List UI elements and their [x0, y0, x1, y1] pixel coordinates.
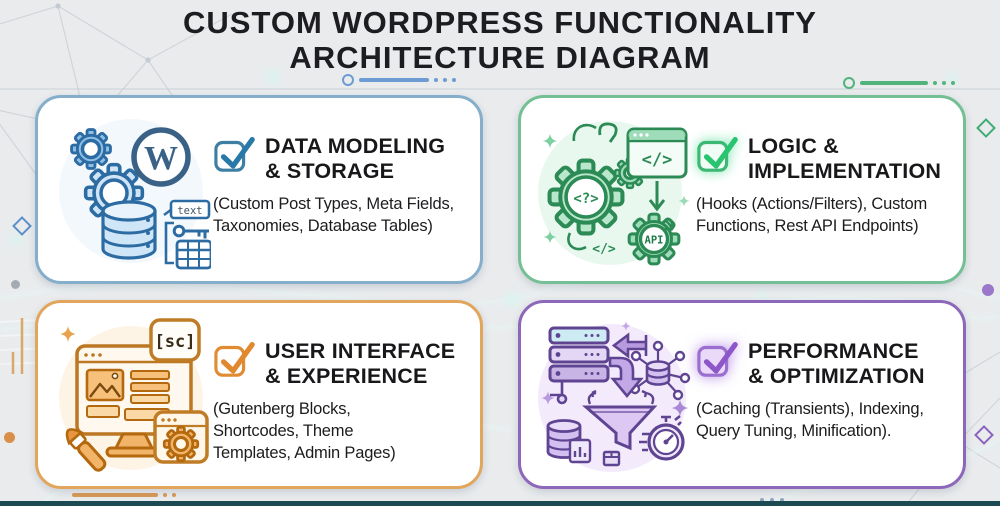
- card-subtitle: (Hooks (Actions/Filters), Custom Functio…: [696, 195, 928, 235]
- text-tag: text: [162, 199, 210, 219]
- api-gear-icon: API: [616, 201, 691, 271]
- card-subtitle: (Caching (Transients), Indexing, Query T…: [696, 400, 924, 440]
- card-heading: USER INTERFACE & EXPERIENCE: [265, 339, 456, 388]
- orange-bar-icon: [72, 493, 158, 497]
- monitor-stand: [113, 432, 154, 449]
- page-title-line1: CUSTOM WORDPRESS FUNCTIONALITY: [183, 5, 817, 40]
- card-data-modeling-storage: W text: [35, 95, 483, 284]
- checkbox-icon: [697, 342, 738, 377]
- package-icon: [602, 450, 620, 466]
- card-performance-optimization: PERFORMANCE & OPTIMIZATION (Caching (Tra…: [518, 300, 966, 489]
- card-heading: DATA MODELING & STORAGE: [265, 134, 446, 183]
- checkbox-icon: [214, 137, 255, 172]
- paintbrush-icon: [65, 427, 106, 472]
- card-subtitle: (Custom Post Types, Meta Fields, Taxonom…: [213, 195, 454, 235]
- performance-illustration: [531, 313, 696, 476]
- server-stack-icon: [548, 326, 609, 404]
- curved-arrows: [587, 389, 654, 404]
- gear-window-icon: [152, 409, 209, 469]
- orange-dot-icon: [4, 432, 15, 443]
- browser-window-icon: </>: [626, 127, 687, 178]
- hook-connector: [572, 123, 597, 141]
- database-chart-icon: [546, 418, 591, 463]
- arrow-down-icon: [648, 180, 665, 211]
- card-logic-implementation: <?> </> API </>: [518, 95, 966, 284]
- data-modeling-illustration: W text: [48, 108, 213, 271]
- checkbox-icon: [214, 342, 255, 377]
- wordpress-logo-icon: W: [130, 126, 191, 187]
- page-title-line2: ARCHITECTURE DIAGRAM: [289, 40, 711, 75]
- blue-bar-icon: [359, 78, 429, 82]
- green-bar-icon: [860, 81, 928, 85]
- funnel-icon: [581, 405, 657, 450]
- blue-line-decor: [342, 74, 456, 86]
- bottom-teal-bar: [0, 501, 1000, 506]
- svg-text:text: text: [177, 205, 202, 217]
- hook-connector: [566, 231, 587, 250]
- gear-icon: <?>: [534, 145, 637, 248]
- window-code-label: </>: [641, 150, 672, 170]
- hook-icon: [597, 122, 618, 143]
- card-user-interface-experience: [sc] USER INTERFACE & EXPERIENCE (Gutenb: [35, 300, 483, 489]
- gear-icon: [61, 119, 120, 178]
- sparkle-icon: [542, 133, 557, 148]
- logic-illustration: <?> </> API </>: [531, 108, 696, 271]
- code-slash-label: </>: [592, 242, 616, 257]
- orange-line-decor: [72, 493, 176, 497]
- bottom-dots-decor: [760, 498, 784, 502]
- page-title: CUSTOM WORDPRESS FUNCTIONALITY ARCHITECT…: [0, 5, 1000, 75]
- database-icon: [100, 199, 157, 260]
- svg-text:W: W: [144, 140, 178, 177]
- bracket-connector: [164, 221, 174, 264]
- blue-ring-icon: [342, 74, 354, 86]
- green-line-decor: [843, 77, 955, 89]
- left-arrow-icon: [611, 331, 647, 359]
- api-label: API: [644, 234, 663, 246]
- green-ring-icon: [843, 77, 855, 89]
- key-icon: [172, 224, 209, 238]
- svg-text:[sc]: [sc]: [154, 332, 195, 352]
- code-question-label: <?>: [573, 191, 598, 207]
- network-hub-icon: [629, 340, 690, 400]
- checkbox-icon: [697, 137, 738, 172]
- bent-arrow-icon: [608, 356, 644, 398]
- table-icon: [175, 239, 211, 269]
- card-heading: LOGIC & IMPLEMENTATION: [748, 134, 942, 183]
- shortcode-badge: [sc]: [148, 317, 201, 362]
- stopwatch-icon: [638, 414, 685, 461]
- card-subtitle: (Gutenberg Blocks, Shortcodes, Theme Tem…: [213, 400, 396, 462]
- ui-illustration: [sc]: [48, 313, 213, 476]
- sparkle-icon: [59, 325, 76, 342]
- purple-dot-icon: [982, 284, 994, 296]
- card-heading: PERFORMANCE & OPTIMIZATION: [748, 339, 925, 388]
- gray-dot-icon: [11, 280, 20, 289]
